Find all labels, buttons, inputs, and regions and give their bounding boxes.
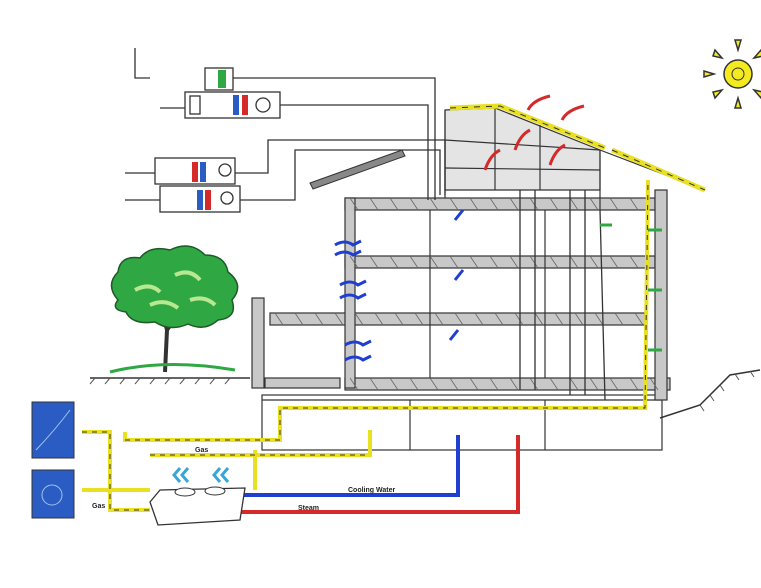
slab-hatching xyxy=(274,197,659,391)
ground-hatch xyxy=(89,370,755,412)
steam-pipe xyxy=(240,435,520,514)
duct-lines xyxy=(125,48,606,401)
solar-panel-icon xyxy=(309,103,706,193)
green-branches xyxy=(600,223,662,352)
gas-pipes-ink xyxy=(82,179,649,511)
air-handling-unit-lower xyxy=(154,157,241,213)
gas-label-1: Gas xyxy=(195,447,208,454)
cooling-water-label: Cooling Water xyxy=(348,487,395,494)
steam-label: Steam xyxy=(298,505,319,512)
tree-icon xyxy=(109,245,239,374)
ground-probe-icon xyxy=(31,401,75,519)
cooling-tower-icon xyxy=(149,467,246,526)
sun-icon xyxy=(703,39,761,109)
cooling-water-pipe xyxy=(240,435,460,497)
gas-label-2: Gas xyxy=(92,503,105,510)
air-handling-unit-upper xyxy=(184,67,281,119)
fan-icon xyxy=(334,94,585,362)
